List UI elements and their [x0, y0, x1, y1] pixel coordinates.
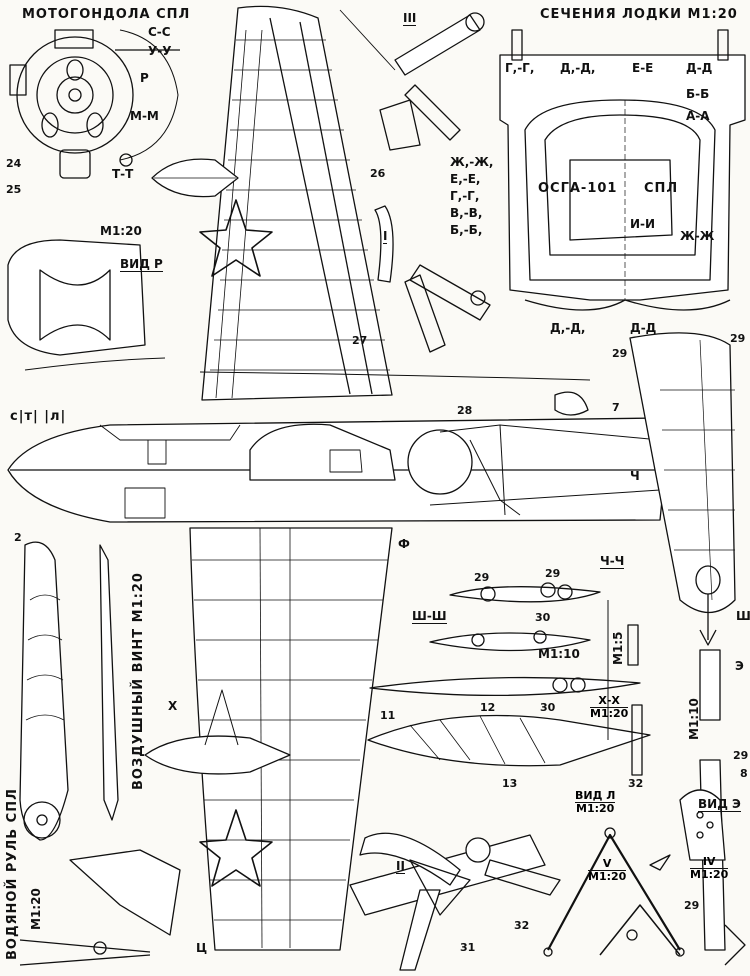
- view-l: [543, 827, 685, 957]
- label-ts: Ц: [196, 941, 208, 955]
- label-29-a: 29: [612, 347, 628, 360]
- label-29-d: 29: [545, 567, 561, 580]
- section-sh-sh: Ш-Ш: [412, 609, 447, 624]
- label-e: Э: [735, 659, 744, 673]
- scale-m110-b: М1:10: [687, 698, 701, 740]
- tail: [629, 332, 736, 646]
- section-x-x: Х-Х М1:20: [590, 695, 629, 720]
- label-12: 12: [480, 701, 496, 714]
- hull-label-zh1: Ж,-Ж,: [450, 155, 494, 169]
- hull-label-g: Г,-Г,: [505, 61, 535, 75]
- label-26: 26: [370, 167, 386, 180]
- label-32-b: 32: [514, 919, 530, 932]
- rudder-title: ВОДЯНОЙ РУЛЬ СПЛ: [5, 788, 20, 960]
- label-view-p: ВИД Р: [120, 257, 163, 272]
- hull-label-ii: И-И: [630, 217, 656, 231]
- nacelle-section: [9, 29, 180, 179]
- detail-i: [374, 205, 491, 353]
- label-25: 25: [6, 183, 22, 196]
- water-rudder: [19, 849, 181, 966]
- label-29-f: 29: [684, 899, 700, 912]
- hull-label-aa: А-А: [686, 109, 710, 123]
- hull-label-b1: Б,-Б,: [450, 223, 483, 237]
- upper-wing: [199, 5, 393, 401]
- propeller-title: ВОЗДУШНЫЙ ВИНТ М1:20: [131, 572, 146, 790]
- view-p-drawing: [7, 239, 166, 371]
- propeller: [19, 541, 119, 841]
- strut-detail: [679, 649, 746, 966]
- view-l-caption: ВИД Л М1:20: [575, 789, 616, 815]
- detail-ii: [349, 832, 561, 971]
- label-ch: Ч: [630, 469, 640, 483]
- nacelle-title: МОТОГОНДОЛА СПЛ: [22, 7, 191, 22]
- hull-name: ОСГА-101: [538, 181, 618, 196]
- label-27: 27: [352, 334, 368, 347]
- label-8: 8: [740, 767, 748, 780]
- label-30-a: 30: [535, 611, 551, 624]
- label-30-b: 30: [540, 701, 556, 714]
- hull-spl: СПЛ: [644, 181, 679, 196]
- hull-label-e1: Е,-Е,: [450, 172, 481, 186]
- view-iv-caption: IV М1:20: [690, 856, 729, 881]
- label-31: 31: [460, 941, 476, 954]
- label-24: 24: [6, 157, 22, 170]
- view-v-title: V: [588, 858, 627, 871]
- label-29-c: 29: [474, 571, 490, 584]
- label-7: 7: [612, 401, 620, 414]
- hull-label-v1: В,-В,: [450, 206, 483, 220]
- label-11: 11: [380, 709, 396, 722]
- scale-m110: М1:10: [538, 647, 580, 661]
- rudder-scale: М1:20: [29, 888, 43, 930]
- view-l-scale: М1:20: [576, 801, 615, 815]
- label-s-c: С-С: [148, 25, 171, 39]
- label-sh: Ш: [736, 609, 750, 623]
- upper-float: [151, 158, 239, 198]
- hull-label-d: Д,-Д,: [560, 61, 596, 75]
- scale-m15: М1:5: [611, 631, 625, 665]
- label-28: 28: [457, 404, 473, 417]
- hull-sections: [499, 29, 746, 311]
- label-detail-iii: III: [403, 11, 417, 26]
- label-32-a: 32: [628, 777, 644, 790]
- hull-sections-title: СЕЧЕНИЯ ЛОДКИ М1:20: [540, 7, 738, 22]
- label-x: Х: [168, 699, 178, 713]
- label-p: Р: [140, 71, 149, 85]
- label-detail-i: I: [383, 229, 388, 244]
- section-ch-ch: Ч-Ч: [600, 554, 625, 569]
- hull-label-g1: Г,-Г,: [450, 189, 480, 203]
- view-iv-scale: М1:20: [690, 867, 729, 881]
- label-29-e: 29: [733, 749, 749, 762]
- view-iv-title: IV: [690, 856, 729, 869]
- hull-label-dd-bottom: Д-Д: [630, 321, 657, 335]
- label-2: 2: [14, 531, 22, 544]
- label-29-b: 29: [730, 332, 746, 345]
- hull-label-e: Е-Е: [632, 61, 654, 75]
- label-13: 13: [502, 777, 518, 790]
- view-v-caption: V М1:20: [588, 858, 627, 883]
- hull-label-dd: Д-Д: [686, 61, 713, 75]
- section-x-x-title: Х-Х: [590, 695, 629, 708]
- label-m-m: М-М: [130, 109, 159, 123]
- hull-label-bb: Б-Б: [686, 87, 710, 101]
- view-v-scale: М1:20: [588, 869, 627, 883]
- hull-label-d1-bottom: Д,-Д,: [550, 321, 586, 335]
- fuselage: [7, 417, 666, 523]
- side-letters: с|т| |л|: [10, 409, 67, 424]
- detail-iii: [339, 9, 485, 151]
- wing-sections: [367, 582, 651, 776]
- lower-wing: [189, 527, 393, 951]
- section-x-x-scale: М1:20: [590, 706, 629, 720]
- label-t-t: Т-Т: [112, 167, 134, 181]
- label-scale-view-p: М1:20: [100, 224, 142, 238]
- label-detail-ii: II: [396, 859, 405, 874]
- label-f: Ф: [398, 537, 410, 551]
- label-u-u: У-У: [148, 44, 172, 58]
- hull-label-zhzh: Ж-Ж: [680, 229, 715, 243]
- label-view-e: ВИД Э: [698, 797, 741, 812]
- view-l-title: ВИД Л: [575, 789, 616, 803]
